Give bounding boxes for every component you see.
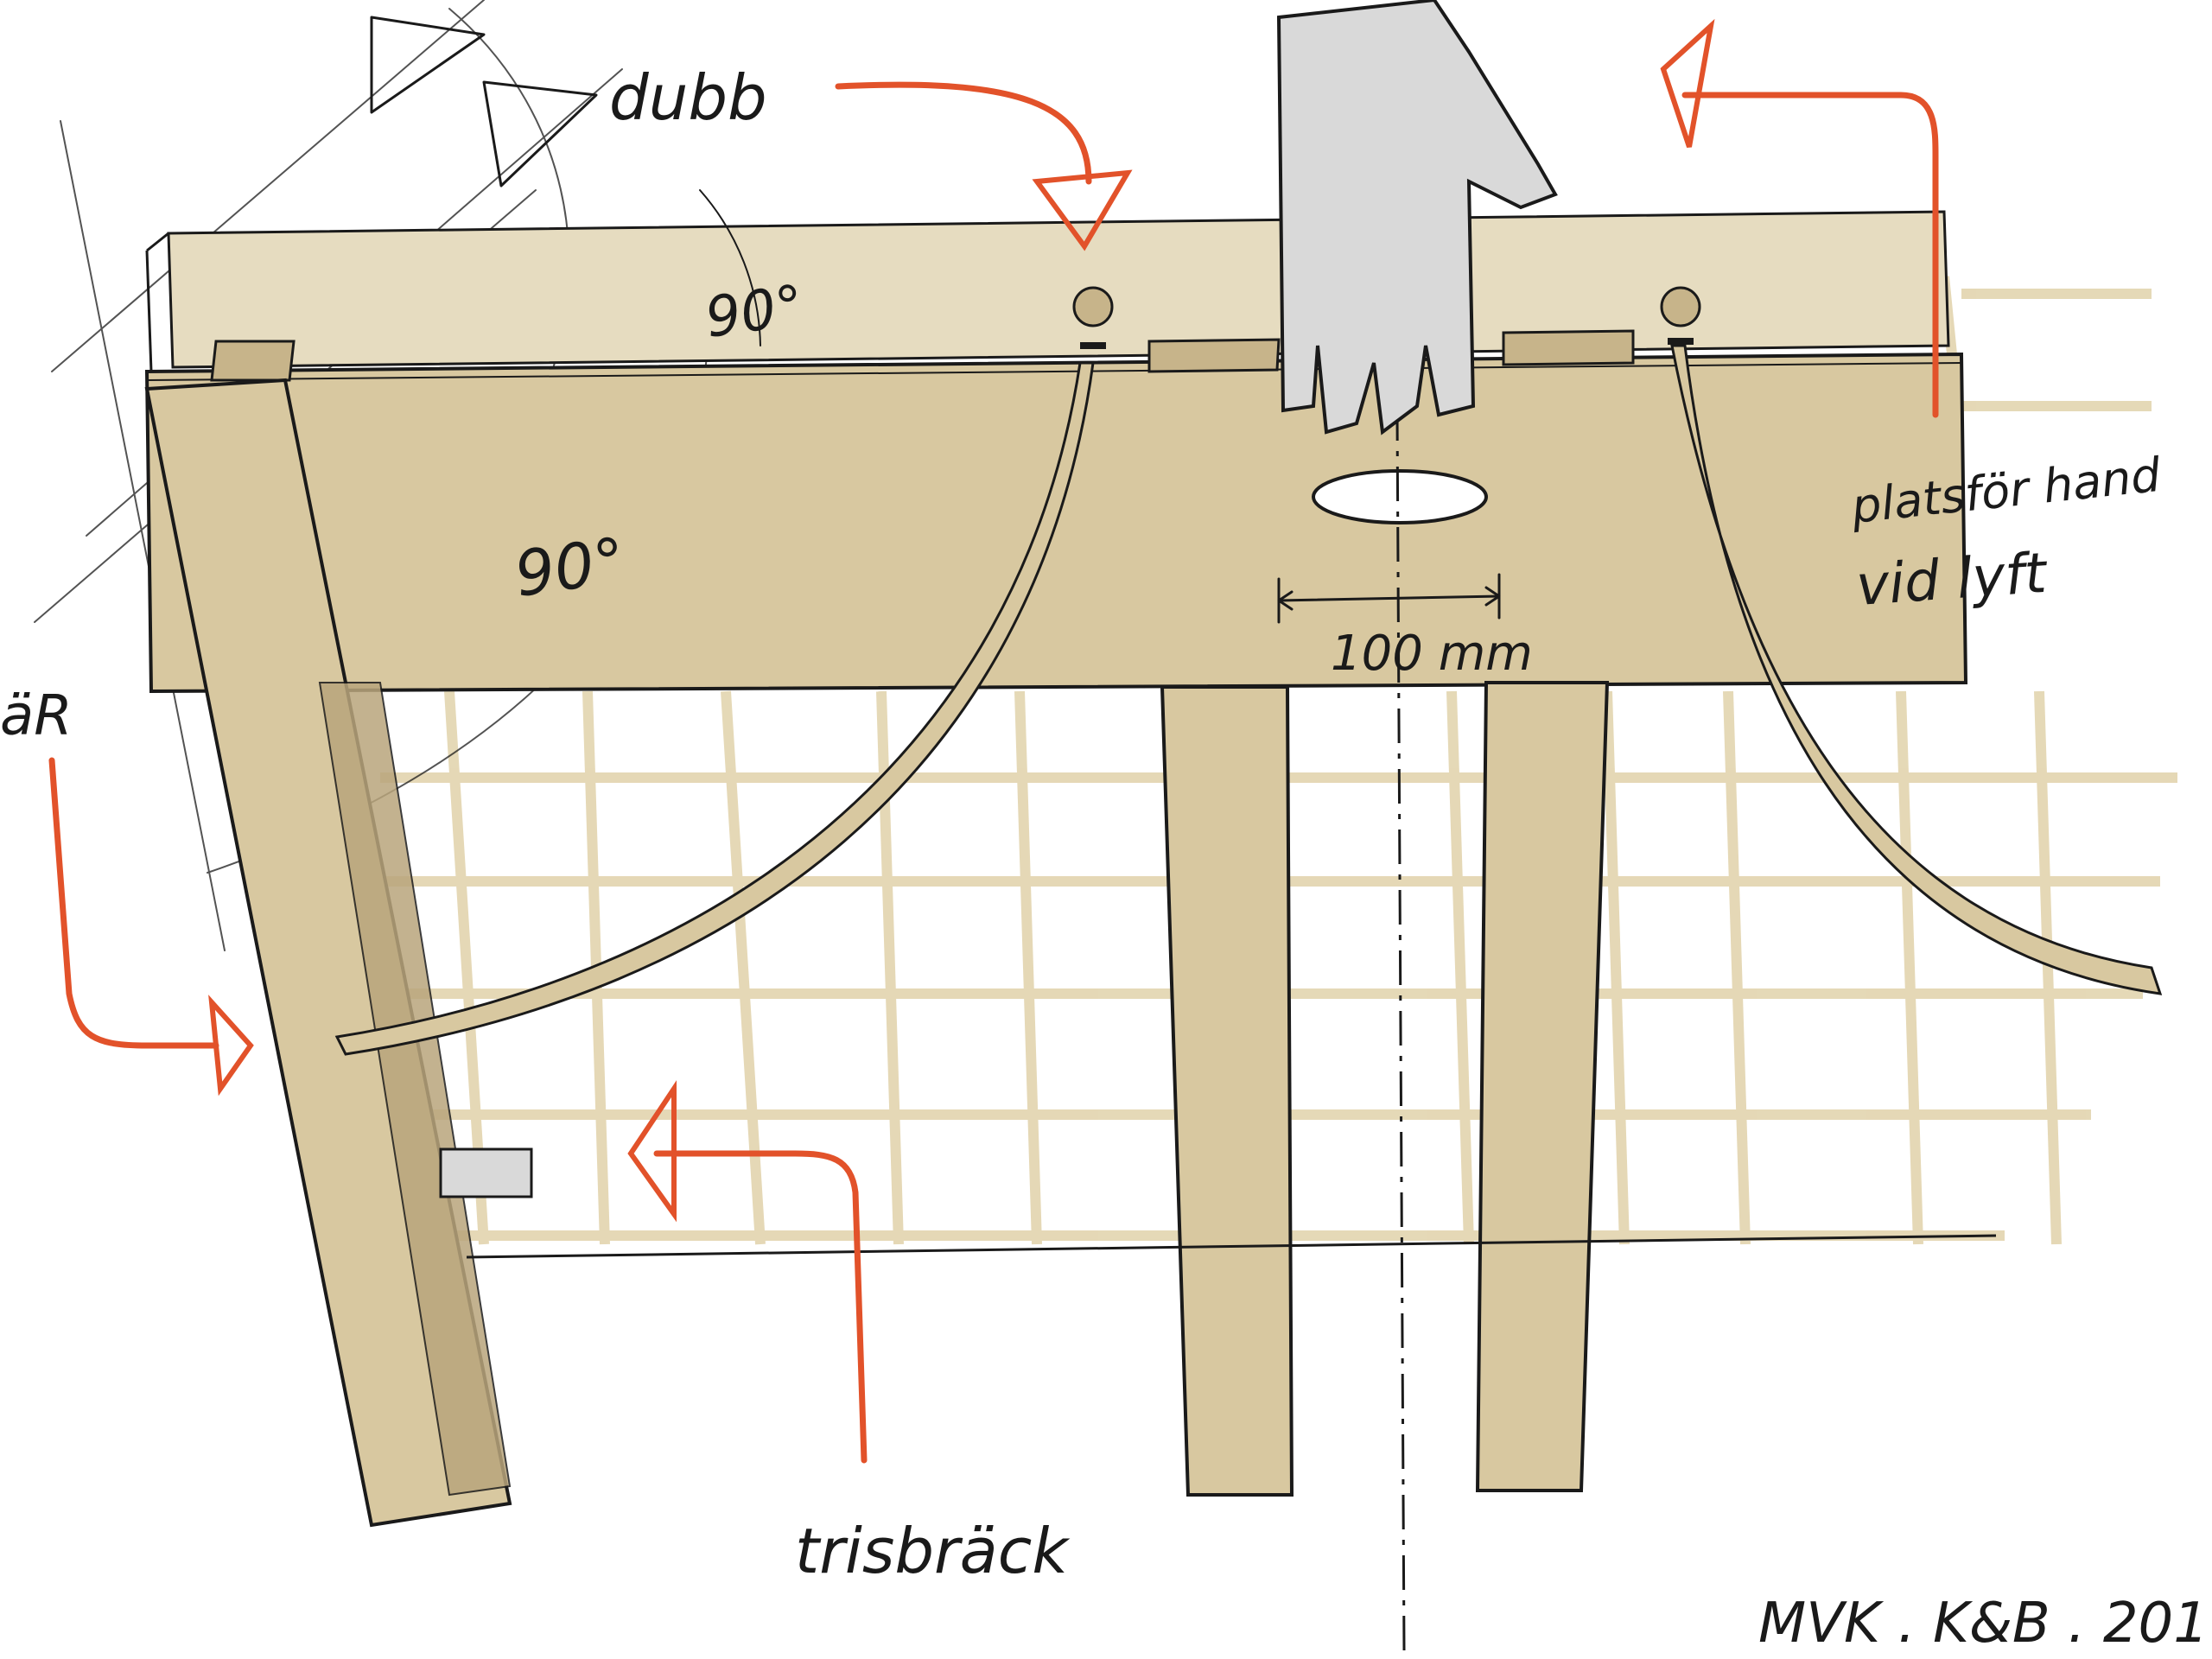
arrow-down-head-orange xyxy=(1032,169,1133,251)
handle-hole xyxy=(1312,469,1488,524)
label-angle-top: 90° xyxy=(702,274,808,351)
dimension-marker xyxy=(1277,573,1501,624)
arrow-up-icon xyxy=(1681,92,1939,418)
arrow-down-icon xyxy=(835,81,1092,185)
arrow-right-icon xyxy=(48,757,219,1049)
label-angle-front: 90° xyxy=(511,524,630,611)
label-signature: MVK . K&B . 2016 xyxy=(1758,1592,2212,1656)
label-hand-space-line2: vid lyft xyxy=(1854,542,2050,619)
arrow-up-left-icon xyxy=(653,1150,868,1464)
angle-arc xyxy=(699,189,761,346)
stretcher-line xyxy=(466,1234,1997,1259)
label-dimension: 100 mm xyxy=(1331,626,1533,682)
left-leg xyxy=(144,378,533,1528)
label-side-left: äR xyxy=(0,684,73,748)
label-dubb: dubb xyxy=(609,61,767,134)
label-brace: trisbräck xyxy=(795,1515,1071,1587)
middle-legs xyxy=(1160,681,1610,1497)
glove-hand-icon xyxy=(1276,0,1558,435)
straps xyxy=(334,286,2163,1056)
peg-triangles xyxy=(370,16,598,188)
